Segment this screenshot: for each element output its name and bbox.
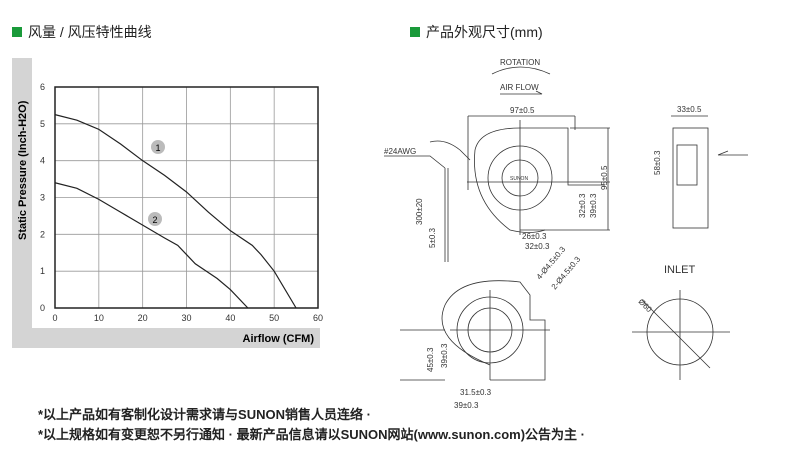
- side-view: [672, 127, 709, 229]
- dim-b39: 39±0.3: [440, 343, 449, 368]
- y-tick-label: 3: [40, 193, 45, 203]
- dim-32v: 32±0.3: [578, 193, 587, 218]
- dim-side-height: 58±0.3: [653, 150, 662, 175]
- pq-chart: 0 10 20 30 40 50 60 0 1 2 3 4 5 6 Static Pressure (In…: [12, 58, 323, 348]
- y-tick-label: 1: [40, 266, 45, 276]
- series-1-marker: [151, 140, 165, 154]
- dimension-drawing: ROTATION AIR FLOW 97±0.5 SUNON #24AWG 30…: [384, 58, 748, 410]
- dim-side-width: 33±0.5: [677, 105, 702, 114]
- x-tick-label: 0: [52, 313, 57, 323]
- y-axis-label: Static Pressure (Inch-H2O): [17, 100, 29, 240]
- rotation-label: ROTATION: [500, 58, 540, 67]
- dim-width: 97±0.5: [510, 106, 535, 115]
- dim-39v: 39±0.3: [589, 193, 598, 218]
- curve-heading-text: 风量 / 风压特性曲线: [28, 24, 152, 40]
- brand-label: SUNON: [510, 176, 528, 182]
- wire-label: #24AWG: [384, 147, 416, 156]
- dims-heading-text: 产品外观尺寸(mm): [426, 24, 543, 40]
- dim-b315: 31.5±0.3: [460, 388, 492, 397]
- dim-height: 95±0.5: [600, 165, 609, 190]
- panel-left: [12, 58, 32, 348]
- y-tick-label: 5: [40, 119, 45, 129]
- x-tick-label: 20: [138, 313, 148, 323]
- airflow-label: AIR FLOW: [500, 83, 539, 92]
- y-tick-label: 0: [40, 303, 45, 313]
- rotation-arrow: [491, 66, 551, 75]
- dim-32h: 32±0.3: [525, 242, 550, 251]
- y-tick-label: 4: [40, 156, 45, 166]
- airflow-arrow: [500, 90, 543, 95]
- dim-dia: Ø60: [637, 297, 654, 314]
- dim-26: 26±0.3: [522, 232, 547, 241]
- x-tick-label: 30: [181, 313, 191, 323]
- x-tick-label: 50: [269, 313, 279, 323]
- series-1-label: 1: [155, 143, 160, 153]
- panel-bottom: [12, 328, 320, 348]
- x-tick-label: 10: [94, 313, 104, 323]
- bullet-icon: [410, 27, 420, 37]
- dim-lead: 300±20: [415, 198, 424, 225]
- plot-frame: [54, 86, 319, 309]
- bullet-icon: [12, 27, 22, 37]
- dims-heading: 产品外观尺寸(mm): [410, 22, 543, 42]
- x-tick-label: 40: [225, 313, 235, 323]
- y-tick-label: 2: [40, 229, 45, 239]
- inlet-label: INLET: [664, 264, 695, 276]
- x-tick-label: 60: [313, 313, 323, 323]
- series-2-marker: [148, 212, 162, 226]
- note-1: *以上产品如有客制化设计需求请与SUNON销售人员连络 ·: [38, 407, 371, 422]
- dim-strip: 5±0.3: [428, 227, 437, 248]
- series-2-line: [54, 182, 249, 309]
- note-2: *以上规格如有变更恕不另行通知 · 最新产品信息请以SUNON网站(www.su…: [38, 427, 585, 442]
- dim-b39h: 39±0.3: [454, 401, 479, 410]
- dim-b45: 45±0.3: [426, 347, 435, 372]
- series-1-line: [54, 114, 297, 309]
- inlet-arrow: [717, 150, 748, 156]
- x-axis-label: Airflow (CFM): [243, 333, 315, 345]
- curve-heading: 风量 / 风压特性曲线: [12, 22, 152, 42]
- y-tick-label: 6: [40, 82, 45, 92]
- series-2-label: 2: [152, 215, 157, 225]
